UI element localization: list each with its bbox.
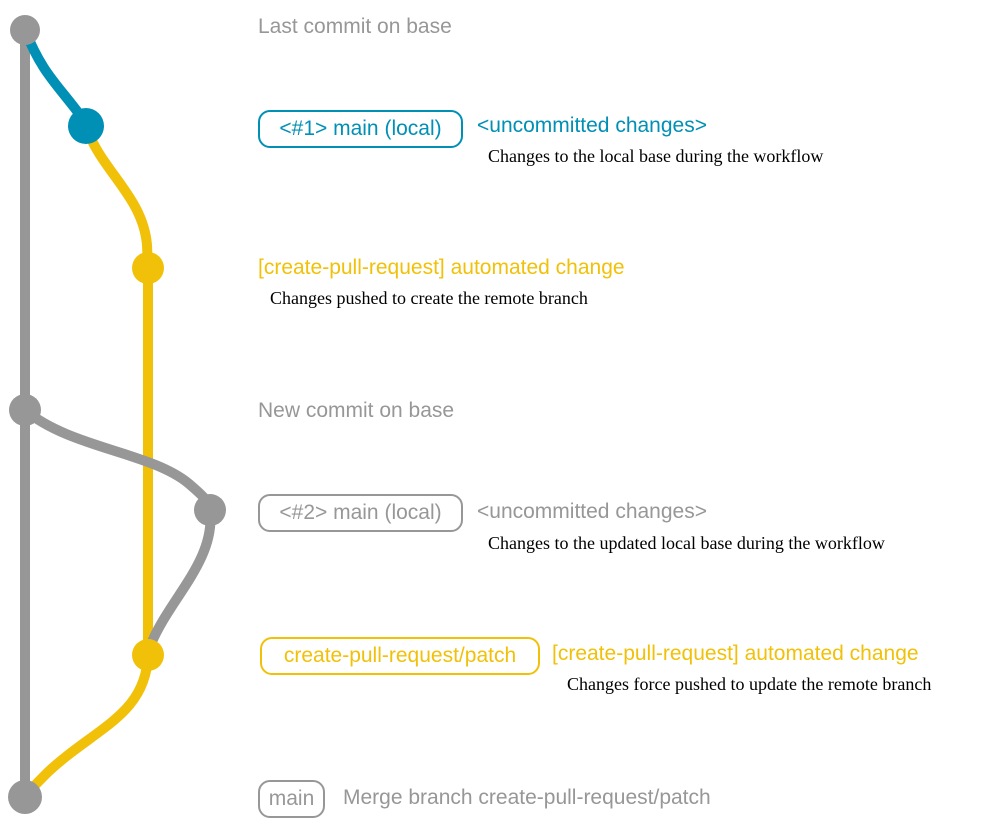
commit-node-main-local-2 [194, 494, 226, 526]
commit-note-patch-2: Changes force pushed to update the remot… [567, 674, 932, 694]
branch-tag-main-local-2-label: <#2> main (local) [279, 501, 442, 524]
edge-patch-merge-to-base [21, 650, 153, 800]
branch-tag-main-local-2: <#2> main (local) [258, 494, 463, 532]
branch-tag-patch-label: create-pull-request/patch [283, 644, 517, 667]
branch-tag-main-local-1: <#1> main (local) [258, 110, 463, 148]
edge-patch-branch-line [81, 121, 153, 660]
commit-message-last-base: Last commit on base [258, 15, 452, 38]
commit-node-main-local-1 [68, 108, 104, 144]
branch-tag-main-label: main [268, 787, 315, 810]
commit-note-patch-1: Changes pushed to create the remote bran… [270, 288, 588, 308]
commit-node-last-base [10, 15, 40, 45]
commit-message-uncommitted-2: <uncommitted changes> [477, 500, 707, 523]
branch-tag-main-local-1-label: <#1> main (local) [279, 117, 442, 140]
edge-reattach-main-local-2 [143, 505, 216, 660]
edge-branchout-main-local-2 [20, 405, 215, 515]
commit-message-merge: Merge branch create-pull-request/patch [343, 786, 711, 809]
commit-node-patch-2 [132, 639, 164, 671]
commit-message-patch-1: [create-pull-request] automated change [258, 256, 625, 279]
commit-note-uncommitted-1: Changes to the local base during the wor… [488, 146, 824, 166]
branch-tag-main: main [258, 780, 325, 818]
commit-message-uncommitted-1: <uncommitted changes> [477, 114, 707, 137]
commit-message-patch-2: [create-pull-request] automated change [552, 642, 919, 665]
branch-tag-patch: create-pull-request/patch [260, 637, 540, 675]
commit-node-merge [8, 780, 42, 814]
commit-message-new-base: New commit on base [258, 399, 455, 422]
commit-node-new-base [9, 394, 41, 426]
commit-node-patch-1 [132, 252, 164, 284]
commit-note-uncommitted-2: Changes to the updated local base during… [488, 533, 885, 553]
